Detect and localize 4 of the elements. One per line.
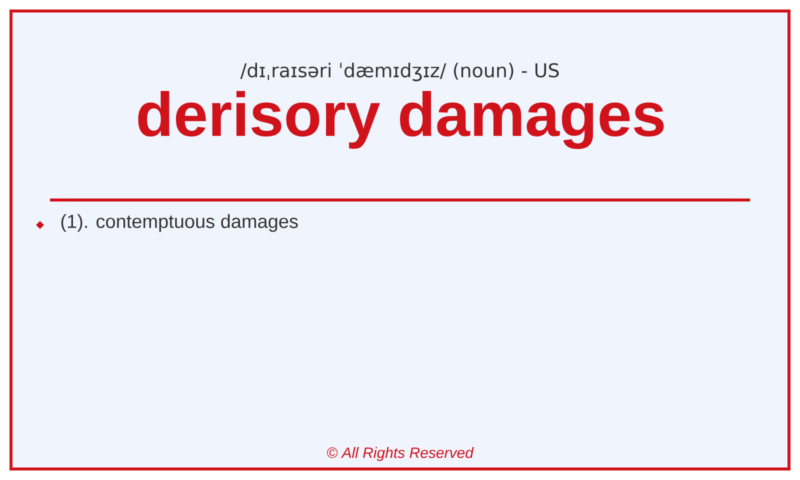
headword: derisory damages xyxy=(138,90,664,150)
definition-text: (1). contemptuous damages xyxy=(61,214,298,232)
copyright-note: © All Rights Reserved xyxy=(327,447,474,461)
pronunciation: /dɪˌraɪsəri ˈdæmɪdʒɪz/ (noun) - US xyxy=(240,62,559,82)
